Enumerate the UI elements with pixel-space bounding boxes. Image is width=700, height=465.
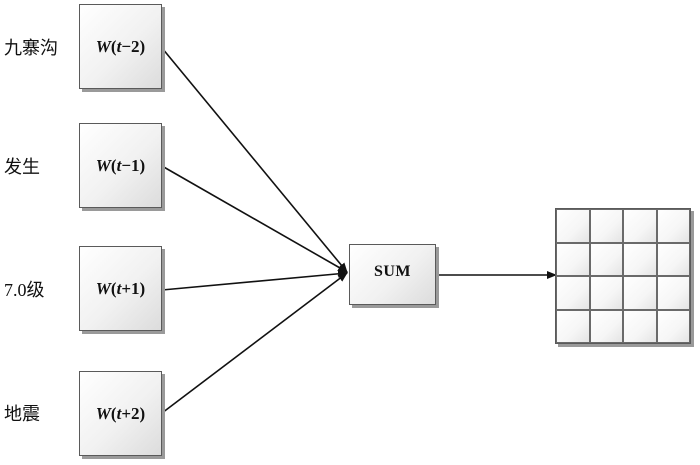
matrix-cell bbox=[556, 242, 590, 276]
matrix-cell bbox=[589, 276, 623, 310]
vector-label-4: W(t+2) bbox=[95, 404, 146, 423]
matrix-cell bbox=[623, 276, 657, 310]
matrix-cell bbox=[623, 209, 657, 243]
context-vector-4: W(t+2) bbox=[79, 371, 162, 456]
matrix-cell bbox=[556, 209, 590, 243]
matrix-cell bbox=[656, 276, 690, 310]
context-word-1: 九寨沟 bbox=[4, 38, 58, 58]
sum-node: SUM bbox=[349, 244, 436, 305]
context-word-3: 7.0级 bbox=[4, 280, 45, 300]
context-vector-3: W(t+1) bbox=[79, 246, 162, 331]
context-word-2: 发生 bbox=[4, 157, 40, 177]
matrix-cell bbox=[656, 242, 690, 276]
matrix-cell bbox=[623, 242, 657, 276]
matrix-cell bbox=[623, 309, 657, 343]
context-vector-1: W(t−2) bbox=[79, 4, 162, 89]
matrix-cell bbox=[656, 309, 690, 343]
matrix-cell bbox=[589, 309, 623, 343]
output-matrix bbox=[555, 208, 691, 344]
matrix-cell bbox=[589, 209, 623, 243]
vector-label-1: W(t−2) bbox=[95, 37, 146, 56]
link-line-4 bbox=[161, 272, 348, 414]
link-line-1 bbox=[161, 47, 348, 273]
matrix-cell bbox=[556, 309, 590, 343]
matrix-cell bbox=[656, 209, 690, 243]
matrix-cell bbox=[556, 276, 590, 310]
link-line-3 bbox=[161, 269, 348, 291]
vector-label-2: W(t−1) bbox=[95, 156, 146, 175]
link-line-2 bbox=[161, 165, 348, 273]
matrix-cell bbox=[589, 242, 623, 276]
context-vector-2: W(t−1) bbox=[79, 123, 162, 208]
sum-label: SUM bbox=[373, 263, 412, 280]
vector-label-3: W(t+1) bbox=[95, 279, 146, 298]
context-word-4: 地震 bbox=[4, 404, 40, 424]
